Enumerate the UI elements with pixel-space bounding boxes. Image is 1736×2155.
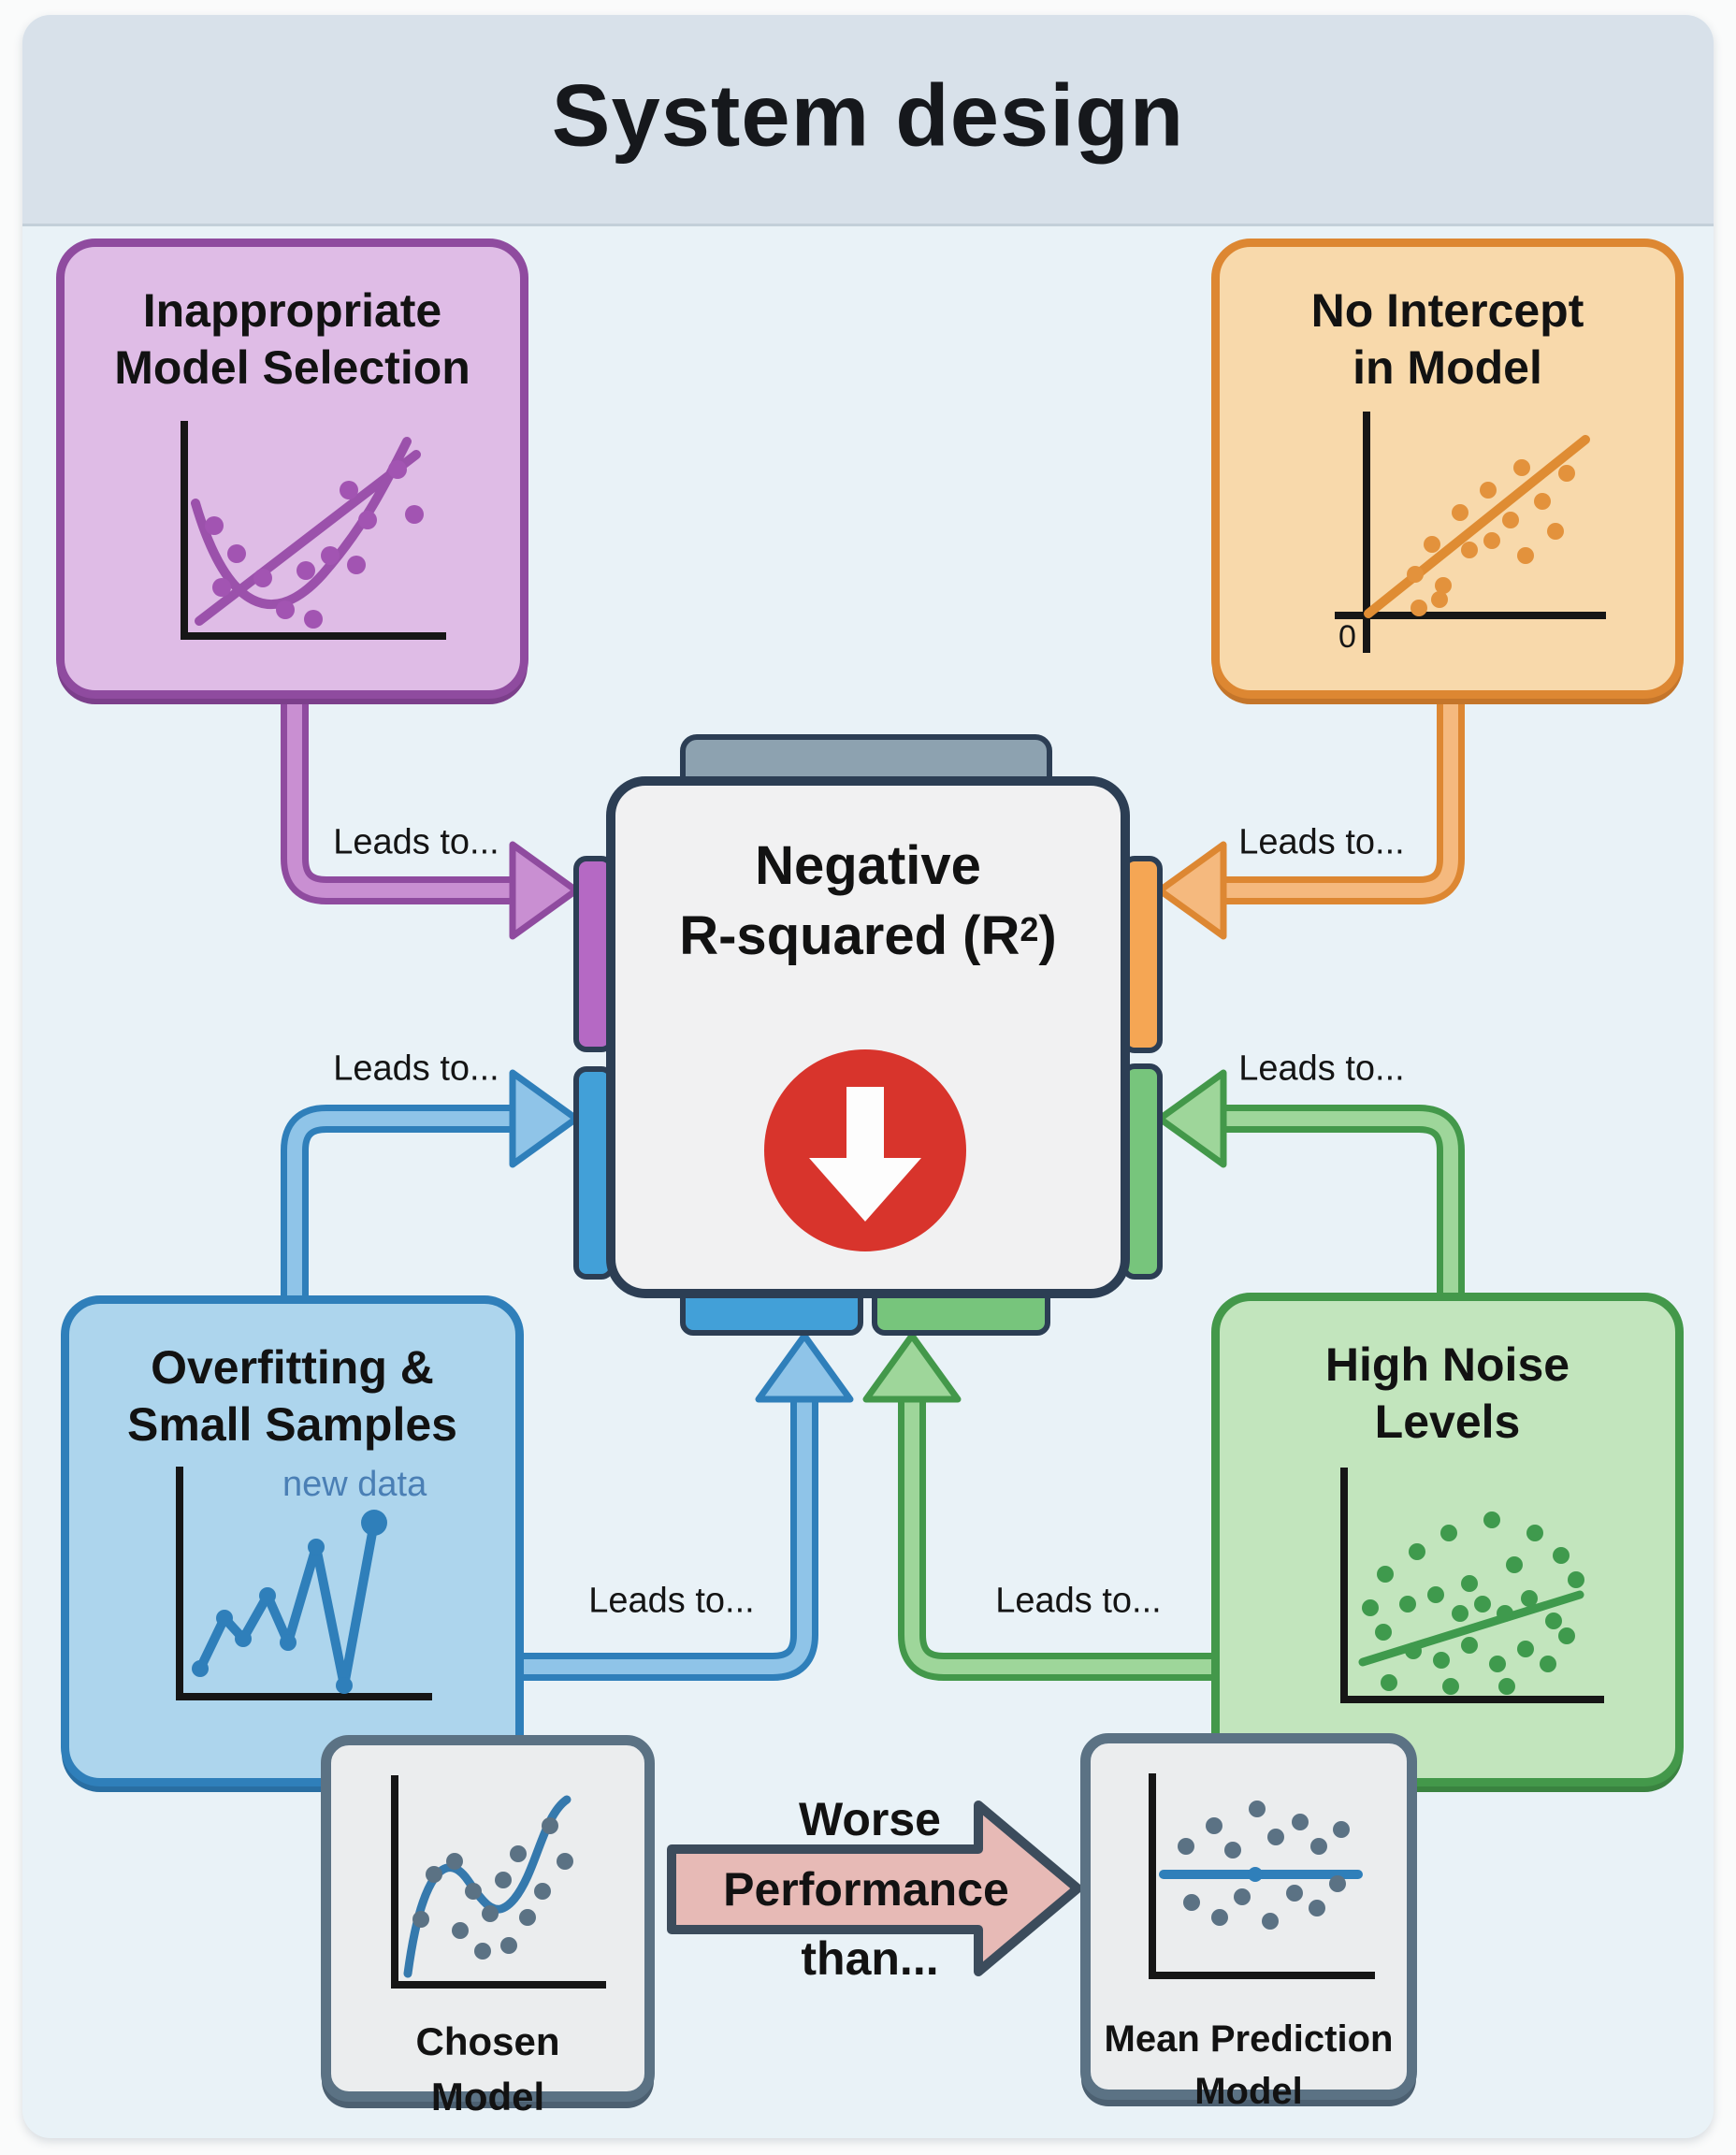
leads-to-label-green-right: Leads to... bbox=[1238, 1049, 1405, 1089]
down-arrow-icon bbox=[764, 1049, 966, 1251]
cause-title-line2: Model Selection bbox=[114, 341, 470, 394]
than-label: than... bbox=[801, 1932, 939, 1985]
new-data-annotation: new data bbox=[282, 1465, 427, 1504]
worse-performance-arrow bbox=[667, 1801, 1082, 1976]
cause-title: High Noise Levels bbox=[1220, 1337, 1675, 1451]
cause-title: Inappropriate Model Selection bbox=[65, 282, 520, 397]
noisy-scatter-chart bbox=[1340, 1468, 1604, 1703]
page-title: System design bbox=[551, 65, 1185, 165]
title-bar: System design bbox=[22, 15, 1714, 226]
leads-to-label-purple: Leads to... bbox=[333, 822, 499, 862]
blue-bottom-tab bbox=[680, 1293, 863, 1336]
green-bottom-tab bbox=[872, 1293, 1050, 1336]
cause-box-no-intercept: No Intercept in Model 0 bbox=[1211, 239, 1684, 699]
origin-zero-label: 0 bbox=[1338, 619, 1356, 655]
cause-title-line1: Inappropriate bbox=[142, 284, 442, 337]
cause-title-line1: Overfitting & bbox=[151, 1341, 434, 1394]
cause-box-overfitting-small-samples: Overfitting & Small Samples new data bbox=[61, 1295, 524, 1786]
cause-box-high-noise: High Noise Levels bbox=[1211, 1293, 1684, 1786]
effect-title-line1: Negative bbox=[755, 835, 981, 896]
cause-box-inappropriate-model-selection: Inappropriate Model Selection bbox=[56, 239, 528, 699]
cause-title-line1: High Noise bbox=[1324, 1338, 1570, 1391]
mean-prediction-chart bbox=[1149, 1773, 1375, 1979]
through-origin-scatter-chart: 0 bbox=[1335, 412, 1606, 655]
performance-label: Performance bbox=[723, 1863, 1009, 1916]
cause-title-line2: Levels bbox=[1374, 1396, 1521, 1448]
worse-label: Worse bbox=[799, 1793, 941, 1845]
chosen-model-chart bbox=[391, 1775, 606, 1989]
leads-to-label-blue-left: Leads to... bbox=[333, 1049, 499, 1089]
cause-title-line2: Small Samples bbox=[127, 1398, 457, 1451]
leads-to-label-orange: Leads to... bbox=[1238, 822, 1405, 862]
leads-to-label-green-bottom: Leads to... bbox=[995, 1581, 1162, 1621]
effect-title-line2: R-squared (R2) bbox=[679, 905, 1057, 967]
effect-box-negative-r-squared: Negative R-squared (R2) bbox=[606, 776, 1130, 1298]
cause-title: Overfitting & Small Samples bbox=[69, 1339, 515, 1454]
effect-title: Negative R-squared (R2) bbox=[615, 831, 1121, 972]
leads-to-label-blue-bottom: Leads to... bbox=[588, 1581, 755, 1621]
curve-vs-line-scatter-chart bbox=[181, 421, 446, 640]
cause-title: No Intercept in Model bbox=[1220, 282, 1675, 397]
cause-title-line1: No Intercept bbox=[1310, 284, 1584, 337]
overfit-zigzag-chart bbox=[176, 1467, 432, 1700]
cause-title-line2: in Model bbox=[1353, 341, 1542, 394]
